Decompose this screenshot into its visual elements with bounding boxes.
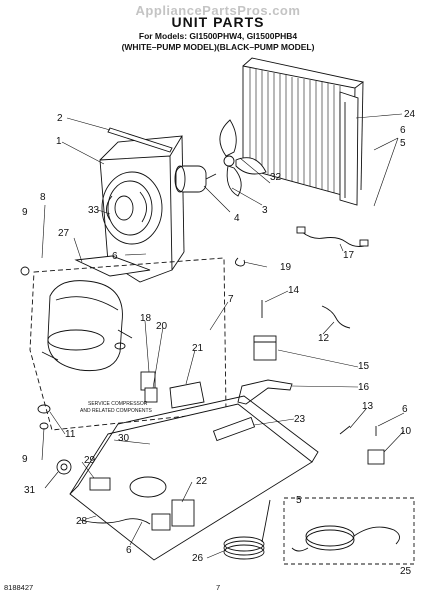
- tubing: [321, 305, 351, 329]
- callout-15: 15: [358, 361, 370, 372]
- fan-motor: [174, 165, 217, 193]
- service-note: SERVICE COMPRESSOR: [88, 401, 148, 407]
- callout-6-top: 6: [400, 125, 406, 136]
- callout-2: 2: [57, 113, 63, 124]
- bracket-10: [367, 449, 385, 465]
- callout-21: 21: [192, 343, 204, 354]
- foot-31: [56, 459, 72, 475]
- callout-32: 32: [270, 172, 282, 183]
- compressor: [41, 280, 133, 372]
- service-note-2: AND RELATED COMPONENTS: [80, 408, 153, 414]
- callout-5-bottom: 5: [296, 495, 302, 506]
- callout-3: 3: [262, 205, 268, 216]
- condenser-coil: [242, 57, 365, 206]
- callout-29: 29: [84, 455, 96, 466]
- capacitor: [169, 381, 205, 409]
- base-pan: [69, 395, 319, 561]
- callout-8: 8: [40, 192, 46, 203]
- power-cord-box: [283, 497, 415, 565]
- clip: [235, 257, 245, 267]
- screw-13: [339, 425, 351, 435]
- fan-blade: [219, 119, 267, 197]
- callout-9-bottom: 9: [22, 454, 28, 465]
- watermark: AppliancePartsPros.com: [135, 3, 301, 18]
- callout-1: 1: [56, 136, 62, 147]
- fan-shroud: [99, 135, 185, 283]
- callout-31: 31: [24, 485, 36, 496]
- pump-22: [171, 499, 195, 527]
- callout-30: 30: [118, 433, 130, 444]
- callout-23: 23: [294, 414, 306, 425]
- callout-6-right: 6: [402, 404, 408, 415]
- doc-number: 8188427: [4, 583, 34, 592]
- callout-6-bottom: 6: [126, 545, 132, 556]
- callout-17: 17: [343, 250, 355, 261]
- callout-18: 18: [140, 313, 152, 324]
- callout-12: 12: [318, 333, 330, 344]
- variant-line: (WHITE–PUMP MODEL)(BLACK–PUMP MODEL): [121, 42, 315, 52]
- solenoid-valve: [253, 335, 277, 361]
- callout-6-left: 6: [112, 251, 118, 262]
- baffle-strip: [107, 127, 173, 153]
- drain-tube: [212, 416, 256, 442]
- callout-24: 24: [404, 109, 416, 120]
- valve-bracket: [237, 379, 293, 405]
- page-number: 7: [216, 583, 221, 592]
- callout-11: 11: [65, 429, 76, 440]
- pump-housing: [129, 476, 167, 498]
- grommet-top: [20, 266, 30, 276]
- wire-harness: [301, 231, 365, 247]
- callout-33: 33: [88, 205, 100, 216]
- callout-20: 20: [156, 321, 168, 332]
- coiled-tubing: [223, 499, 271, 560]
- callout-26: 26: [192, 553, 204, 564]
- callout-13: 13: [362, 401, 374, 412]
- mounting-bracket: [74, 255, 151, 277]
- hose-28: [79, 518, 151, 525]
- start-relay: [144, 387, 158, 403]
- callout-22: 22: [196, 476, 208, 487]
- callout-7: 7: [228, 294, 234, 305]
- callout-19: 19: [280, 262, 292, 273]
- callout-25: 25: [400, 566, 412, 577]
- callout-14: 14: [288, 285, 300, 296]
- grommet-11: [37, 404, 51, 414]
- pump-part-29: [89, 477, 111, 491]
- callout-4: 4: [234, 213, 240, 224]
- callout-27: 27: [58, 228, 70, 239]
- diagram-title: UNIT PARTS: [171, 14, 265, 30]
- callout-5-top: 5: [400, 138, 406, 149]
- callout-9-top: 9: [22, 207, 28, 218]
- callout-16: 16: [358, 382, 370, 393]
- callout-10: 10: [400, 426, 412, 437]
- models-line: For Models: GI1500PHW4, GI1500PHB4: [138, 31, 298, 41]
- callout-28: 28: [76, 516, 88, 527]
